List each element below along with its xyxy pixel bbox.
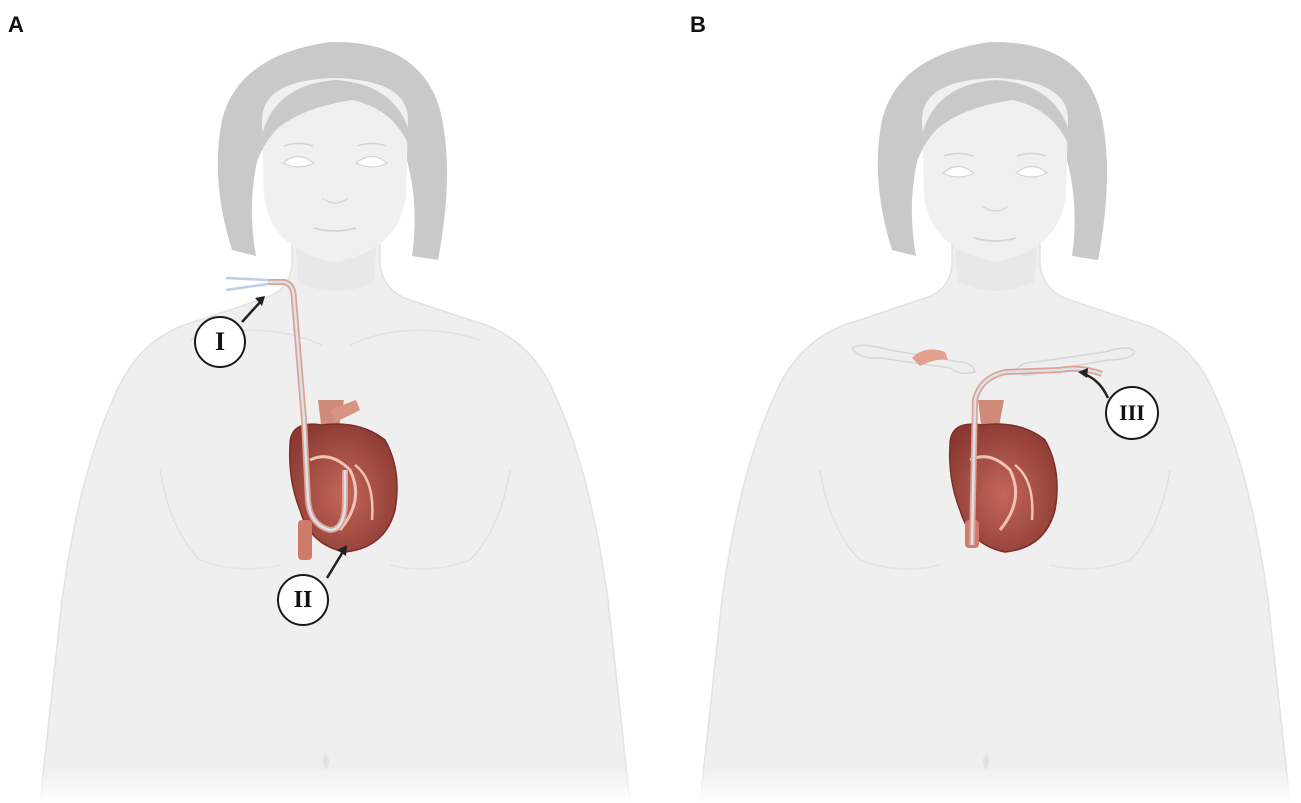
panel-label-a: A: [8, 12, 24, 38]
callout-two: II: [277, 574, 329, 626]
callout-one: I: [194, 316, 246, 368]
callout-three: III: [1105, 386, 1159, 440]
panel-label-b: B: [690, 12, 706, 38]
